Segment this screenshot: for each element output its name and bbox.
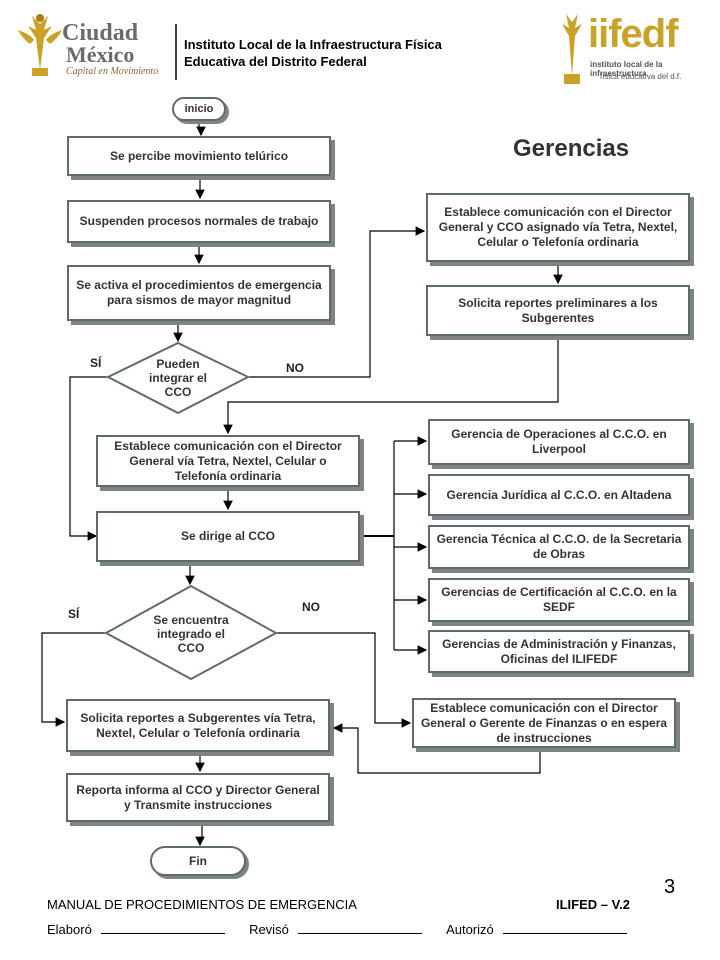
end-terminal: Fin <box>150 846 246 876</box>
footer-manual-title: MANUAL DE PROCEDIMIENTOS DE EMERGENCIA <box>47 897 357 912</box>
elaboro-label: Elaboró <box>47 922 92 937</box>
page-number: 3 <box>664 876 676 898</box>
step-contact-director-cco: Establece comunicación con el Director G… <box>426 193 690 262</box>
step-preliminary-reports: Solicita reportes preliminares a los Sub… <box>426 285 690 336</box>
ciudad-mexico-logo <box>10 10 170 85</box>
branch-administration: Gerencias de Administración y Finanzas, … <box>428 630 690 673</box>
institute-line-1: Instituto Local de la Infraestructura Fí… <box>184 37 442 52</box>
ilifedf-subtitle-1: instituto local de la infraestructura <box>590 60 663 78</box>
branch-certification: Gerencias de Certificación al C.C.O. en … <box>428 578 690 622</box>
reviso-signature-line[interactable] <box>298 933 423 934</box>
footer-signatures: Elaboró Revisó Autorizó <box>47 922 628 937</box>
ilifedf-logo-text: iifedf <box>588 12 679 56</box>
decision-cco-integrated: Se encuentra integrado el CCO <box>153 613 229 655</box>
logo-text-slogan: Capital en Movimiento <box>66 66 159 77</box>
decision1-no-label: NO <box>286 361 304 375</box>
step-activate-procedure: Se activa el procedimientos de emergenci… <box>67 265 331 321</box>
ilifedf-subtitle-2: física educativa del d.f. <box>600 72 682 81</box>
branch-legal: Gerencia Jurídica al C.C.O. en Altadena <box>428 474 690 516</box>
decision-can-integrate-cco: Pueden integrar el CCO <box>148 357 208 399</box>
autorizo-label: Autorizó <box>446 922 494 937</box>
step-request-reports: Solicita reportes a Subgerentes vía Tetr… <box>66 699 330 752</box>
footer-version: ILIFED – V.2 <box>556 897 630 912</box>
page-title: Gerencias <box>513 135 630 162</box>
elaboro-signature-line[interactable] <box>101 933 226 934</box>
autorizo-signature-line[interactable] <box>503 933 628 934</box>
step-telluric-movement: Se percibe movimiento telúrico <box>67 136 331 176</box>
step-go-to-cco: Se dirige al CCO <box>96 511 360 562</box>
decision1-yes-label: SÍ <box>90 356 102 370</box>
logo-text-mexico: México <box>66 42 135 67</box>
decision2-no-label: NO <box>302 600 320 614</box>
step-contact-finance: Establece comunicación con el Director G… <box>412 698 676 748</box>
step-contact-director: Establece comunicación con el Director G… <box>96 435 360 487</box>
decision2-yes-label: SÍ <box>68 607 80 621</box>
branch-operations: Gerencia de Operaciones al C.C.O. en Liv… <box>428 419 690 465</box>
branch-technical: Gerencia Técnica al C.C.O. de la Secreta… <box>428 525 690 569</box>
ilifedf-logo <box>550 10 710 92</box>
decision-shapes <box>103 341 279 681</box>
institute-line-2: Educativa del Distrito Federal <box>184 54 367 69</box>
reviso-label: Revisó <box>249 922 289 937</box>
step-suspend-processes: Suspenden procesos normales de trabajo <box>67 200 331 243</box>
logo-text-ciudad: Ciudad <box>62 20 139 46</box>
start-terminal: inicio <box>172 97 226 121</box>
step-report-transmit: Reporta informa al CCO y Director Genera… <box>66 773 330 822</box>
header-divider <box>175 24 177 80</box>
